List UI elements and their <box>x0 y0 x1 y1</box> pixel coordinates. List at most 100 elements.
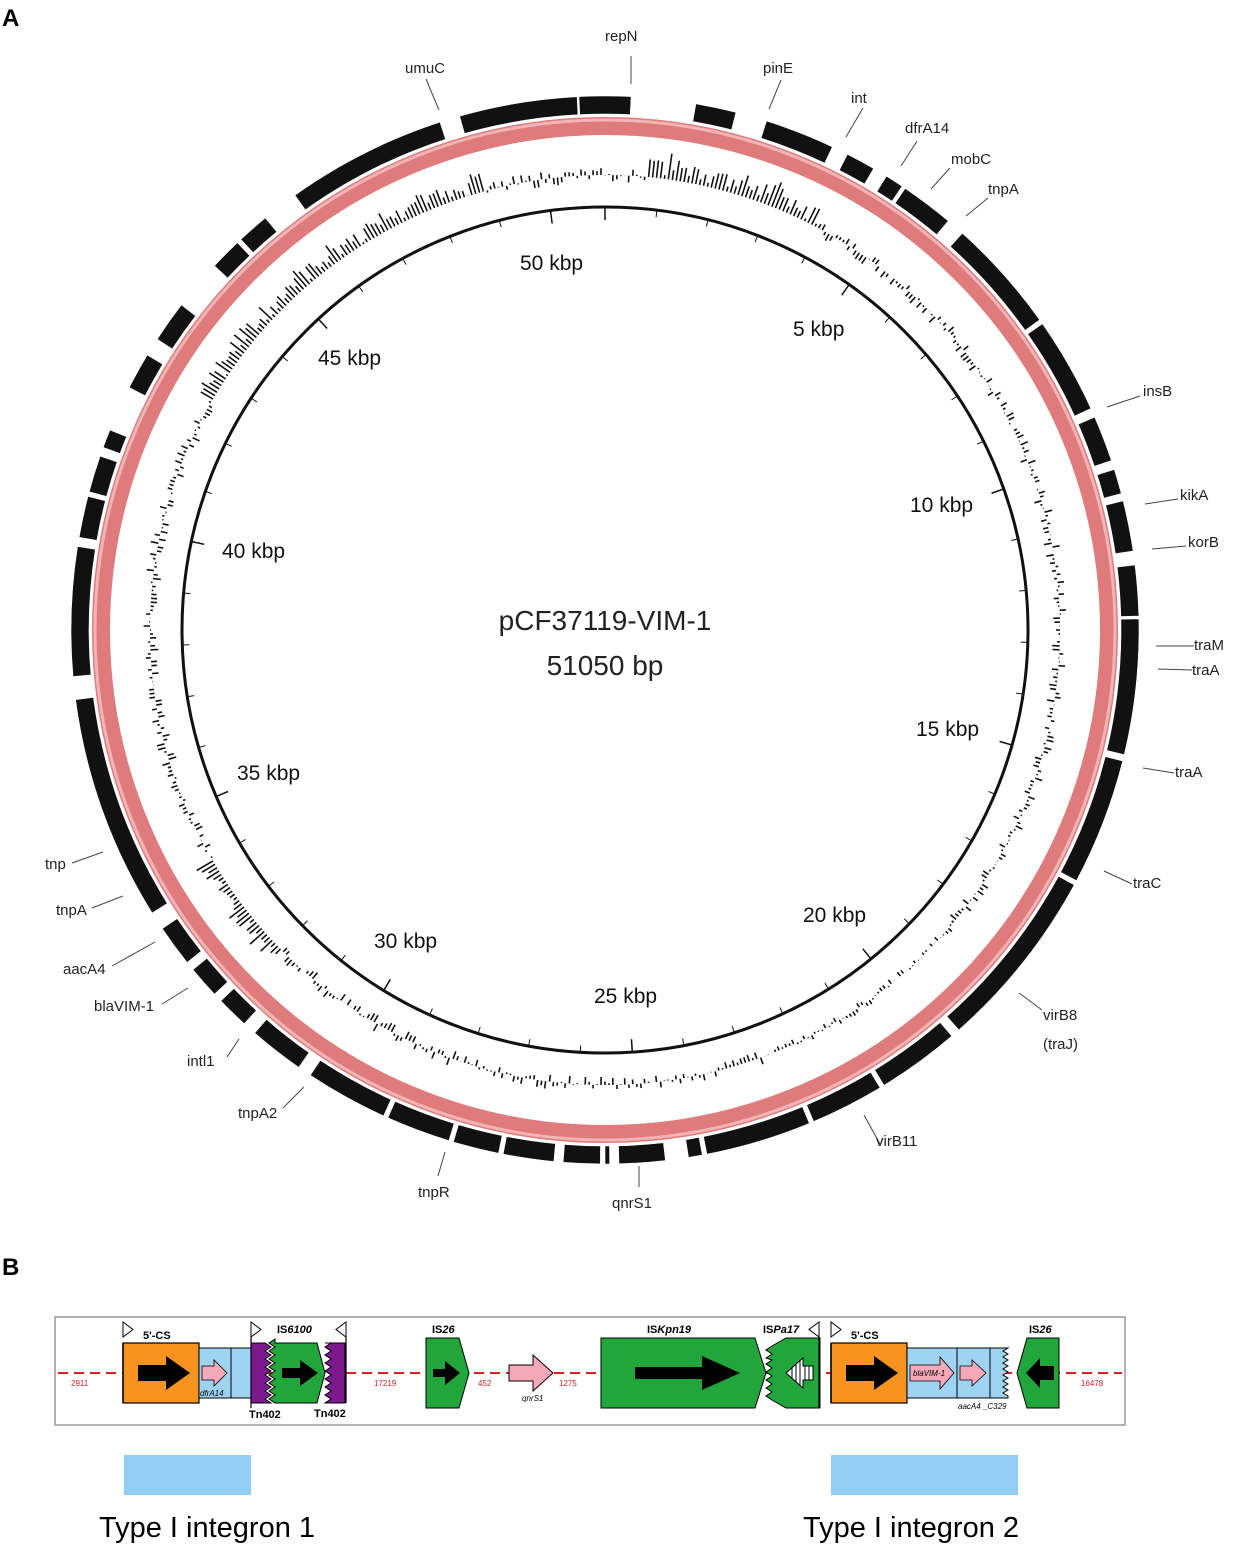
gene-label: tnpR <box>418 1184 450 1201</box>
gene-leader-line <box>92 896 123 908</box>
position-label: 17219 <box>374 1379 397 1388</box>
integron-label-1: Type I integron 1 <box>99 1512 315 1544</box>
gene-leader-line <box>1019 993 1042 1010</box>
gene-label: kikA <box>1180 487 1208 504</box>
coordinate-tick <box>302 921 307 926</box>
gene-feature-block <box>1097 469 1121 498</box>
gene-feature-block <box>579 96 631 115</box>
gene-leader-line <box>769 80 781 109</box>
gene-feature-block <box>503 1137 555 1162</box>
5cs-label-2: 5'-CS <box>851 1330 879 1342</box>
is6100-label: IS6100 <box>277 1324 313 1336</box>
gene-label: virB11 <box>876 1133 917 1150</box>
gene-label: pinE <box>763 60 793 77</box>
coordinate-tick <box>966 837 972 840</box>
coordinate-tick <box>952 396 958 400</box>
kbp-label-40: 40 kbp <box>222 540 285 563</box>
coordinate-tick <box>184 593 191 594</box>
gene-leader-line <box>227 1039 239 1057</box>
plasmid-name: pCF37119-VIM-1 <box>499 605 712 636</box>
gene-label: traA <box>1192 662 1220 679</box>
plasmid-size: 51050 bp <box>547 650 664 681</box>
gene-leader-line <box>1143 768 1174 773</box>
coordinate-tick <box>885 317 890 322</box>
position-label: 1275 <box>559 1379 577 1388</box>
genetic-context-map: 5'-CS dfrA14 IS6100 Tn402 Tn402 IS26 qnr… <box>55 1317 1125 1425</box>
tn402-label-2: Tn402 <box>314 1408 346 1420</box>
gene-feature-block <box>71 546 95 676</box>
kbp-label-45: 45 kbp <box>318 347 381 370</box>
coordinate-tick <box>825 983 829 989</box>
gene-label: korB <box>1188 534 1219 551</box>
kbp-label-35: 35 kbp <box>237 762 300 785</box>
kbp-label-30: 30 kbp <box>374 930 437 953</box>
gene-label: repN <box>605 28 638 45</box>
coordinate-tick <box>1000 741 1013 745</box>
coordinate-tick <box>631 1039 632 1052</box>
position-label: 16478 <box>1081 1379 1104 1388</box>
coordinate-tick <box>550 211 552 224</box>
kbp-label-15: 15 kbp <box>916 718 979 741</box>
kbp-label-50: 50 kbp <box>520 252 583 275</box>
coordinate-tick <box>992 489 1004 493</box>
integron-band-1 <box>124 1455 251 1495</box>
kbp-label-5: 5 kbp <box>793 318 844 341</box>
gene-label: aacA4 <box>63 961 106 978</box>
gene-leader-line <box>438 1152 445 1176</box>
ispa17-label: ISPa17 <box>763 1324 800 1336</box>
coordinate-tick <box>403 258 406 264</box>
plasmid-map: repNpinEintdfrA14mobCtnpAinsBkikAkorBtra… <box>45 28 1224 1212</box>
gene-label: traC <box>1133 875 1162 892</box>
coordinate-tick <box>268 882 274 886</box>
coordinate-tick <box>1019 590 1026 591</box>
coordinate-tick <box>318 319 327 329</box>
gene-label: dfrA14 <box>905 120 949 137</box>
gene-leader-line <box>162 988 188 1004</box>
gene-leader-line <box>426 79 439 110</box>
gene-leader-line <box>283 1087 304 1108</box>
gene-label: traA <box>1175 764 1203 781</box>
coordinate-tick <box>384 979 391 990</box>
gene-leader-line <box>1145 499 1178 504</box>
is26-label-1: IS26 <box>432 1324 456 1336</box>
gene-label: virB8 <box>1043 1007 1077 1024</box>
gene-feature-block <box>1117 565 1139 617</box>
gene-leader-line <box>901 141 917 166</box>
iskpn19-label: ISKpn19 <box>647 1324 692 1336</box>
coordinate-tick <box>341 955 345 960</box>
position-label: 2911 <box>71 1379 89 1388</box>
cassette-box-zigzag <box>990 1348 1008 1398</box>
gene-feature-block <box>563 1144 600 1164</box>
coordinate-tick <box>921 355 926 360</box>
gene-leader-line <box>966 198 988 216</box>
kbp-label-25: 25 kbp <box>594 985 657 1008</box>
coordinate-tick <box>240 839 246 843</box>
coordinate-tick <box>842 285 850 296</box>
is26-label-2: IS26 <box>1029 1324 1053 1336</box>
aacA4-label: aacA4 _C329 <box>958 1402 1007 1411</box>
coordinate-tick <box>251 398 257 402</box>
kbp-label-10: 10 kbp <box>910 494 973 517</box>
coordinate-tick <box>225 443 231 446</box>
coordinate-tick <box>802 257 805 263</box>
coordinate-tick <box>191 542 204 545</box>
gene-label: insB <box>1143 383 1172 400</box>
gene-leader-line <box>72 852 103 863</box>
gene-leader-line <box>1152 546 1186 549</box>
gene-leader-line <box>112 942 155 966</box>
gene-leader-line <box>931 168 950 189</box>
gene-label: mobC <box>951 151 991 168</box>
position-label: 452 <box>478 1379 492 1388</box>
gene-label: tnp <box>45 856 66 873</box>
gene-label: (traJ) <box>1043 1036 1078 1053</box>
gene-feature-block <box>103 430 126 454</box>
integron-label-2: Type I integron 2 <box>803 1512 1019 1544</box>
tn402-label-1: Tn402 <box>249 1409 281 1421</box>
coordinate-tick <box>977 441 983 444</box>
qnrS1-label: qnrS1 <box>522 1394 543 1403</box>
gene-feature-block <box>686 1137 703 1157</box>
gene-leader-line <box>1107 396 1140 407</box>
gene-label: intl1 <box>187 1053 215 1070</box>
gene-label: umuC <box>405 60 445 77</box>
